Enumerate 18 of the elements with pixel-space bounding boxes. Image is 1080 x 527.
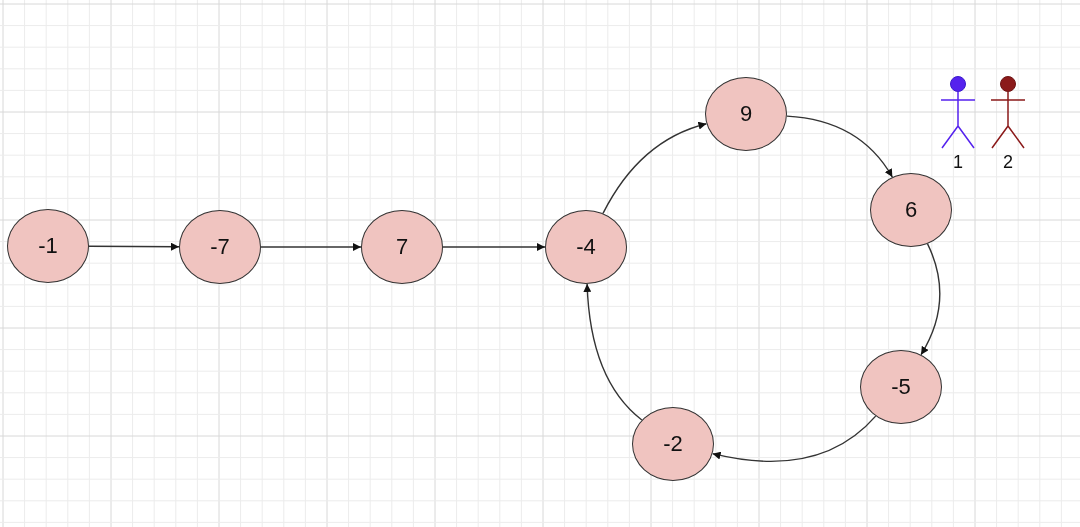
person-label: 1 bbox=[953, 152, 963, 173]
arrow bbox=[260, 243, 362, 251]
list-node: 9 bbox=[705, 77, 787, 151]
person-label: 2 bbox=[1003, 152, 1013, 173]
list-node: 7 bbox=[361, 210, 443, 284]
list-node: 6 bbox=[870, 173, 952, 247]
arrow bbox=[88, 242, 180, 251]
arrow bbox=[583, 283, 643, 421]
arrow bbox=[442, 243, 546, 251]
arrow bbox=[602, 122, 708, 215]
arrow bbox=[711, 415, 877, 462]
list-node: -2 bbox=[632, 407, 714, 481]
list-node: -7 bbox=[179, 210, 261, 284]
list-node: -4 bbox=[545, 210, 627, 284]
list-node: -5 bbox=[860, 350, 942, 424]
list-node: -1 bbox=[7, 209, 89, 283]
arrow bbox=[786, 115, 894, 178]
arrow bbox=[920, 243, 941, 356]
